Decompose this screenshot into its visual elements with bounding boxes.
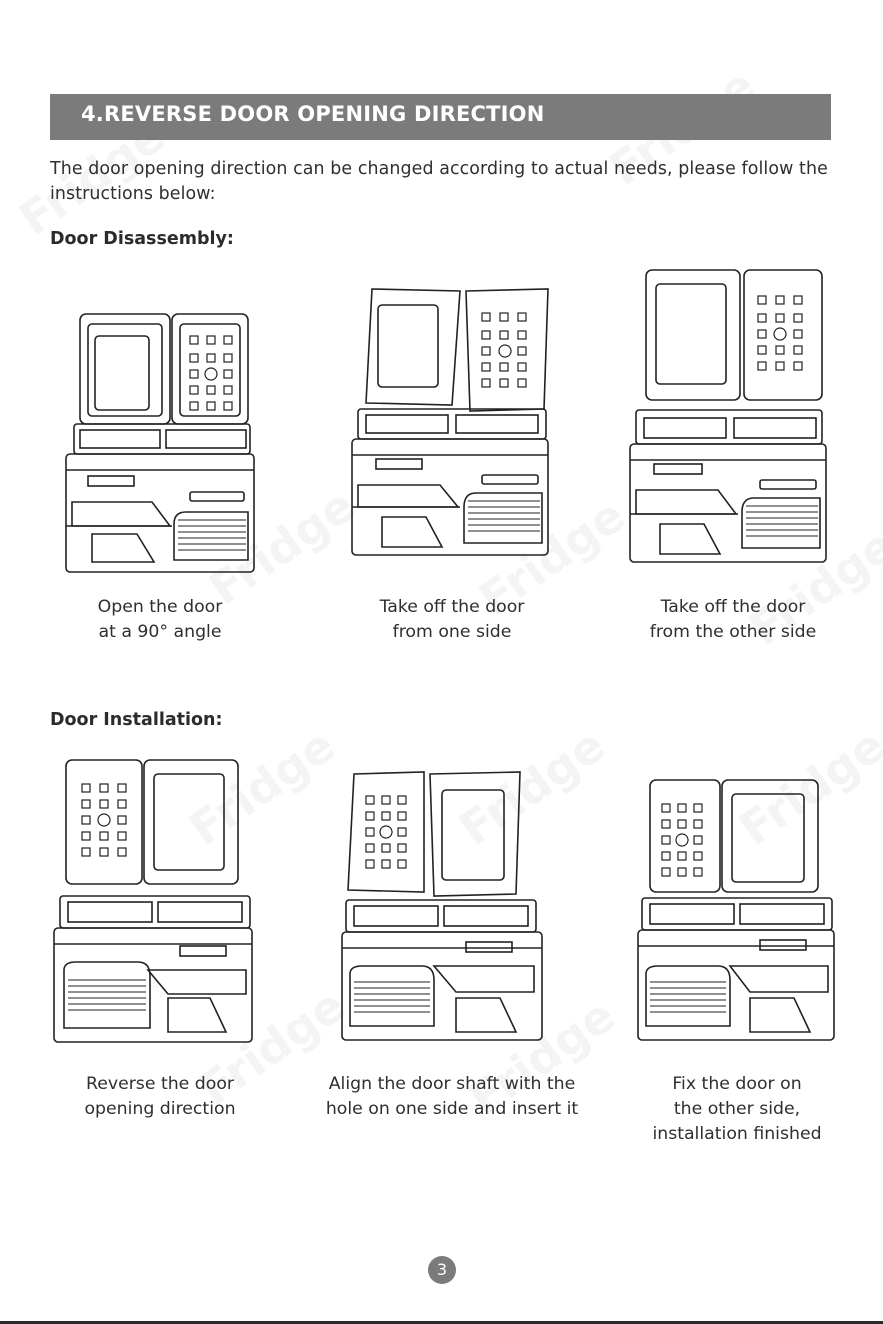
caption-step-2: Take off the door from one side bbox=[379, 597, 525, 642]
figure-remove-door-one-side bbox=[348, 285, 554, 557]
section-header-bar: 4.REVERSE DOOR OPENING DIRECTION bbox=[50, 94, 831, 140]
section-title: 4.REVERSE DOOR OPENING DIRECTION bbox=[81, 102, 545, 126]
intro-paragraph: The door opening direction can be change… bbox=[50, 157, 840, 207]
fridge-illustration bbox=[637, 779, 835, 1041]
fridge-illustration bbox=[341, 771, 543, 1041]
footer-rule bbox=[0, 1321, 883, 1324]
caption-step-5: Align the door shaft with the hole on on… bbox=[325, 1074, 579, 1119]
page-number: 3 bbox=[428, 1256, 456, 1284]
caption-step-6: Fix the door on the other side, installa… bbox=[652, 1074, 822, 1144]
fridge-illustration bbox=[629, 269, 827, 563]
intro-line-2: instructions below: bbox=[50, 184, 216, 204]
disassembly-heading: Door Disassembly: bbox=[50, 229, 234, 249]
caption-step-3: Take off the door from the other side bbox=[649, 597, 817, 642]
fridge-illustration bbox=[53, 759, 253, 1043]
caption-step-4: Reverse the door opening direction bbox=[84, 1074, 236, 1119]
figure-align-door-shaft bbox=[338, 770, 546, 1042]
figure-remove-door-other-side bbox=[626, 268, 828, 564]
fridge-illustration bbox=[65, 313, 255, 573]
installation-heading: Door Installation: bbox=[50, 710, 223, 730]
figure-reverse-door bbox=[50, 758, 256, 1044]
intro-line-1: The door opening direction can be change… bbox=[50, 159, 828, 179]
fridge-illustration bbox=[351, 288, 549, 556]
figure-open-door bbox=[62, 312, 258, 574]
figure-fix-door bbox=[634, 778, 838, 1042]
caption-step-1: Open the door at a 90° angle bbox=[97, 597, 223, 642]
